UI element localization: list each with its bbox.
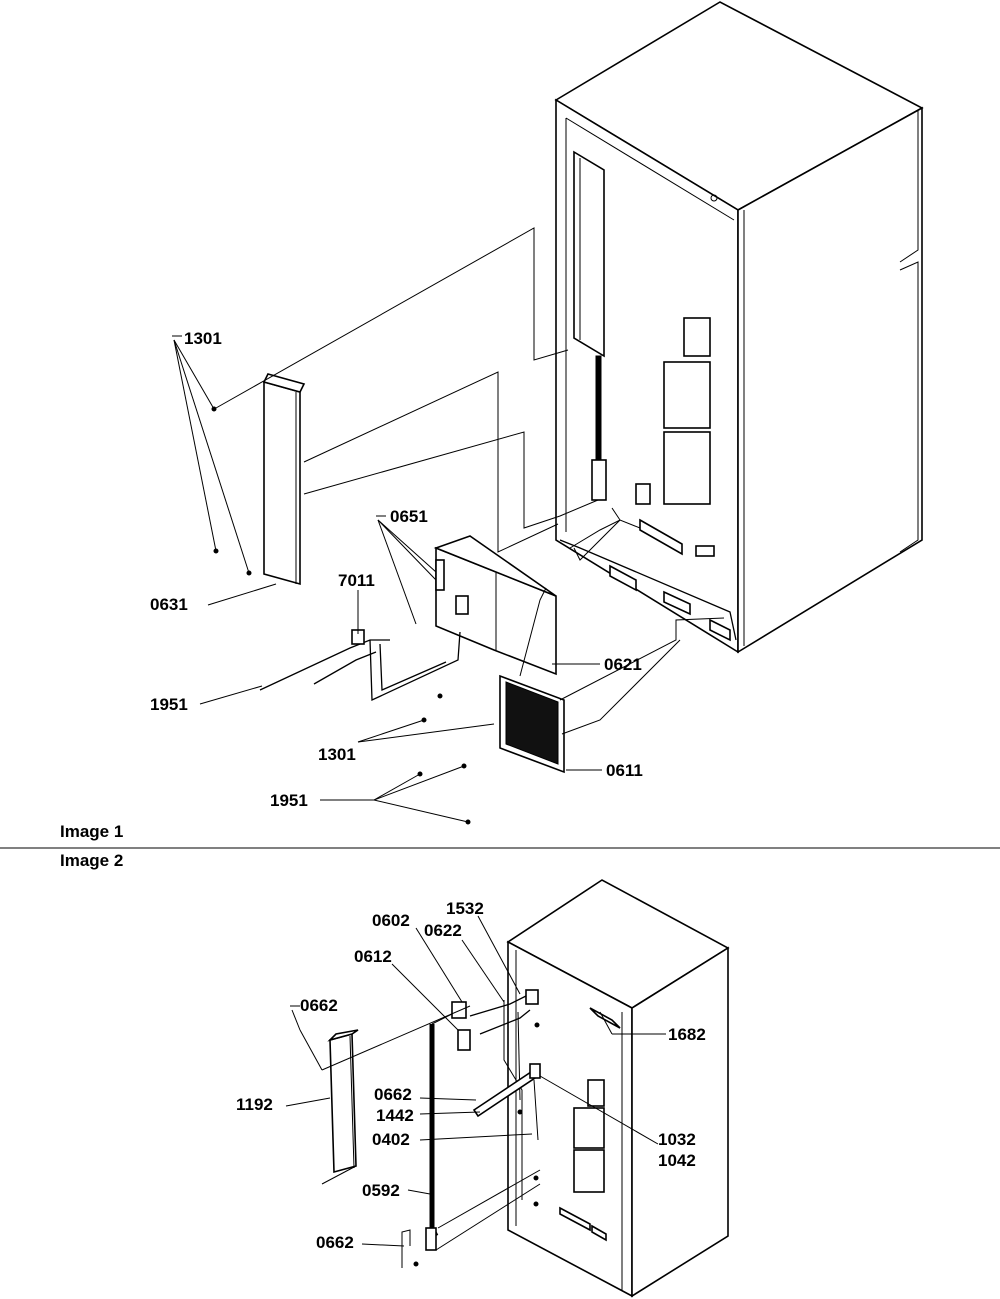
callout-1951-bottom: 1951 xyxy=(270,791,308,810)
callout-1032: 1032 xyxy=(658,1130,696,1149)
image1-callouts: 1301 0631 0651 7011 0621 1951 1301 0611 … xyxy=(150,329,643,810)
callout-1442: 1442 xyxy=(376,1106,414,1125)
callout-0662-mid: 0662 xyxy=(374,1085,412,1104)
callout-0622: 0622 xyxy=(424,921,462,940)
image1-caption: Image 1 xyxy=(60,822,123,841)
image1-illustration xyxy=(211,1,924,774)
callout-1532: 1532 xyxy=(446,899,484,918)
callout-0611: 0611 xyxy=(606,761,643,780)
image2-illustration xyxy=(321,879,730,1298)
callout-1682: 1682 xyxy=(668,1025,706,1044)
callout-1951-left: 1951 xyxy=(150,695,188,714)
callout-0662-top: 0662 xyxy=(300,996,338,1015)
callout-0651: 0651 xyxy=(390,507,428,526)
callout-1301-bottom: 1301 xyxy=(318,745,356,764)
image1-leaders xyxy=(172,335,602,825)
callout-0402: 0402 xyxy=(372,1130,410,1149)
image2-caption: Image 2 xyxy=(60,851,123,870)
callout-1192: 1192 xyxy=(236,1095,273,1114)
image2-callouts: 0602 1532 0622 0612 0662 1682 1192 0662 … xyxy=(236,899,706,1252)
callout-0631: 0631 xyxy=(150,595,188,614)
image2-leaders xyxy=(285,915,666,1247)
callout-0592: 0592 xyxy=(362,1181,400,1200)
callout-0602: 0602 xyxy=(372,911,410,930)
callout-0662-bottom: 0662 xyxy=(316,1233,354,1252)
callout-1042: 1042 xyxy=(658,1151,696,1170)
callout-1301-top: 1301 xyxy=(184,329,222,348)
callout-0612: 0612 xyxy=(354,947,392,966)
callout-7011: 7011 xyxy=(338,571,375,590)
callout-0621: 0621 xyxy=(604,655,642,674)
